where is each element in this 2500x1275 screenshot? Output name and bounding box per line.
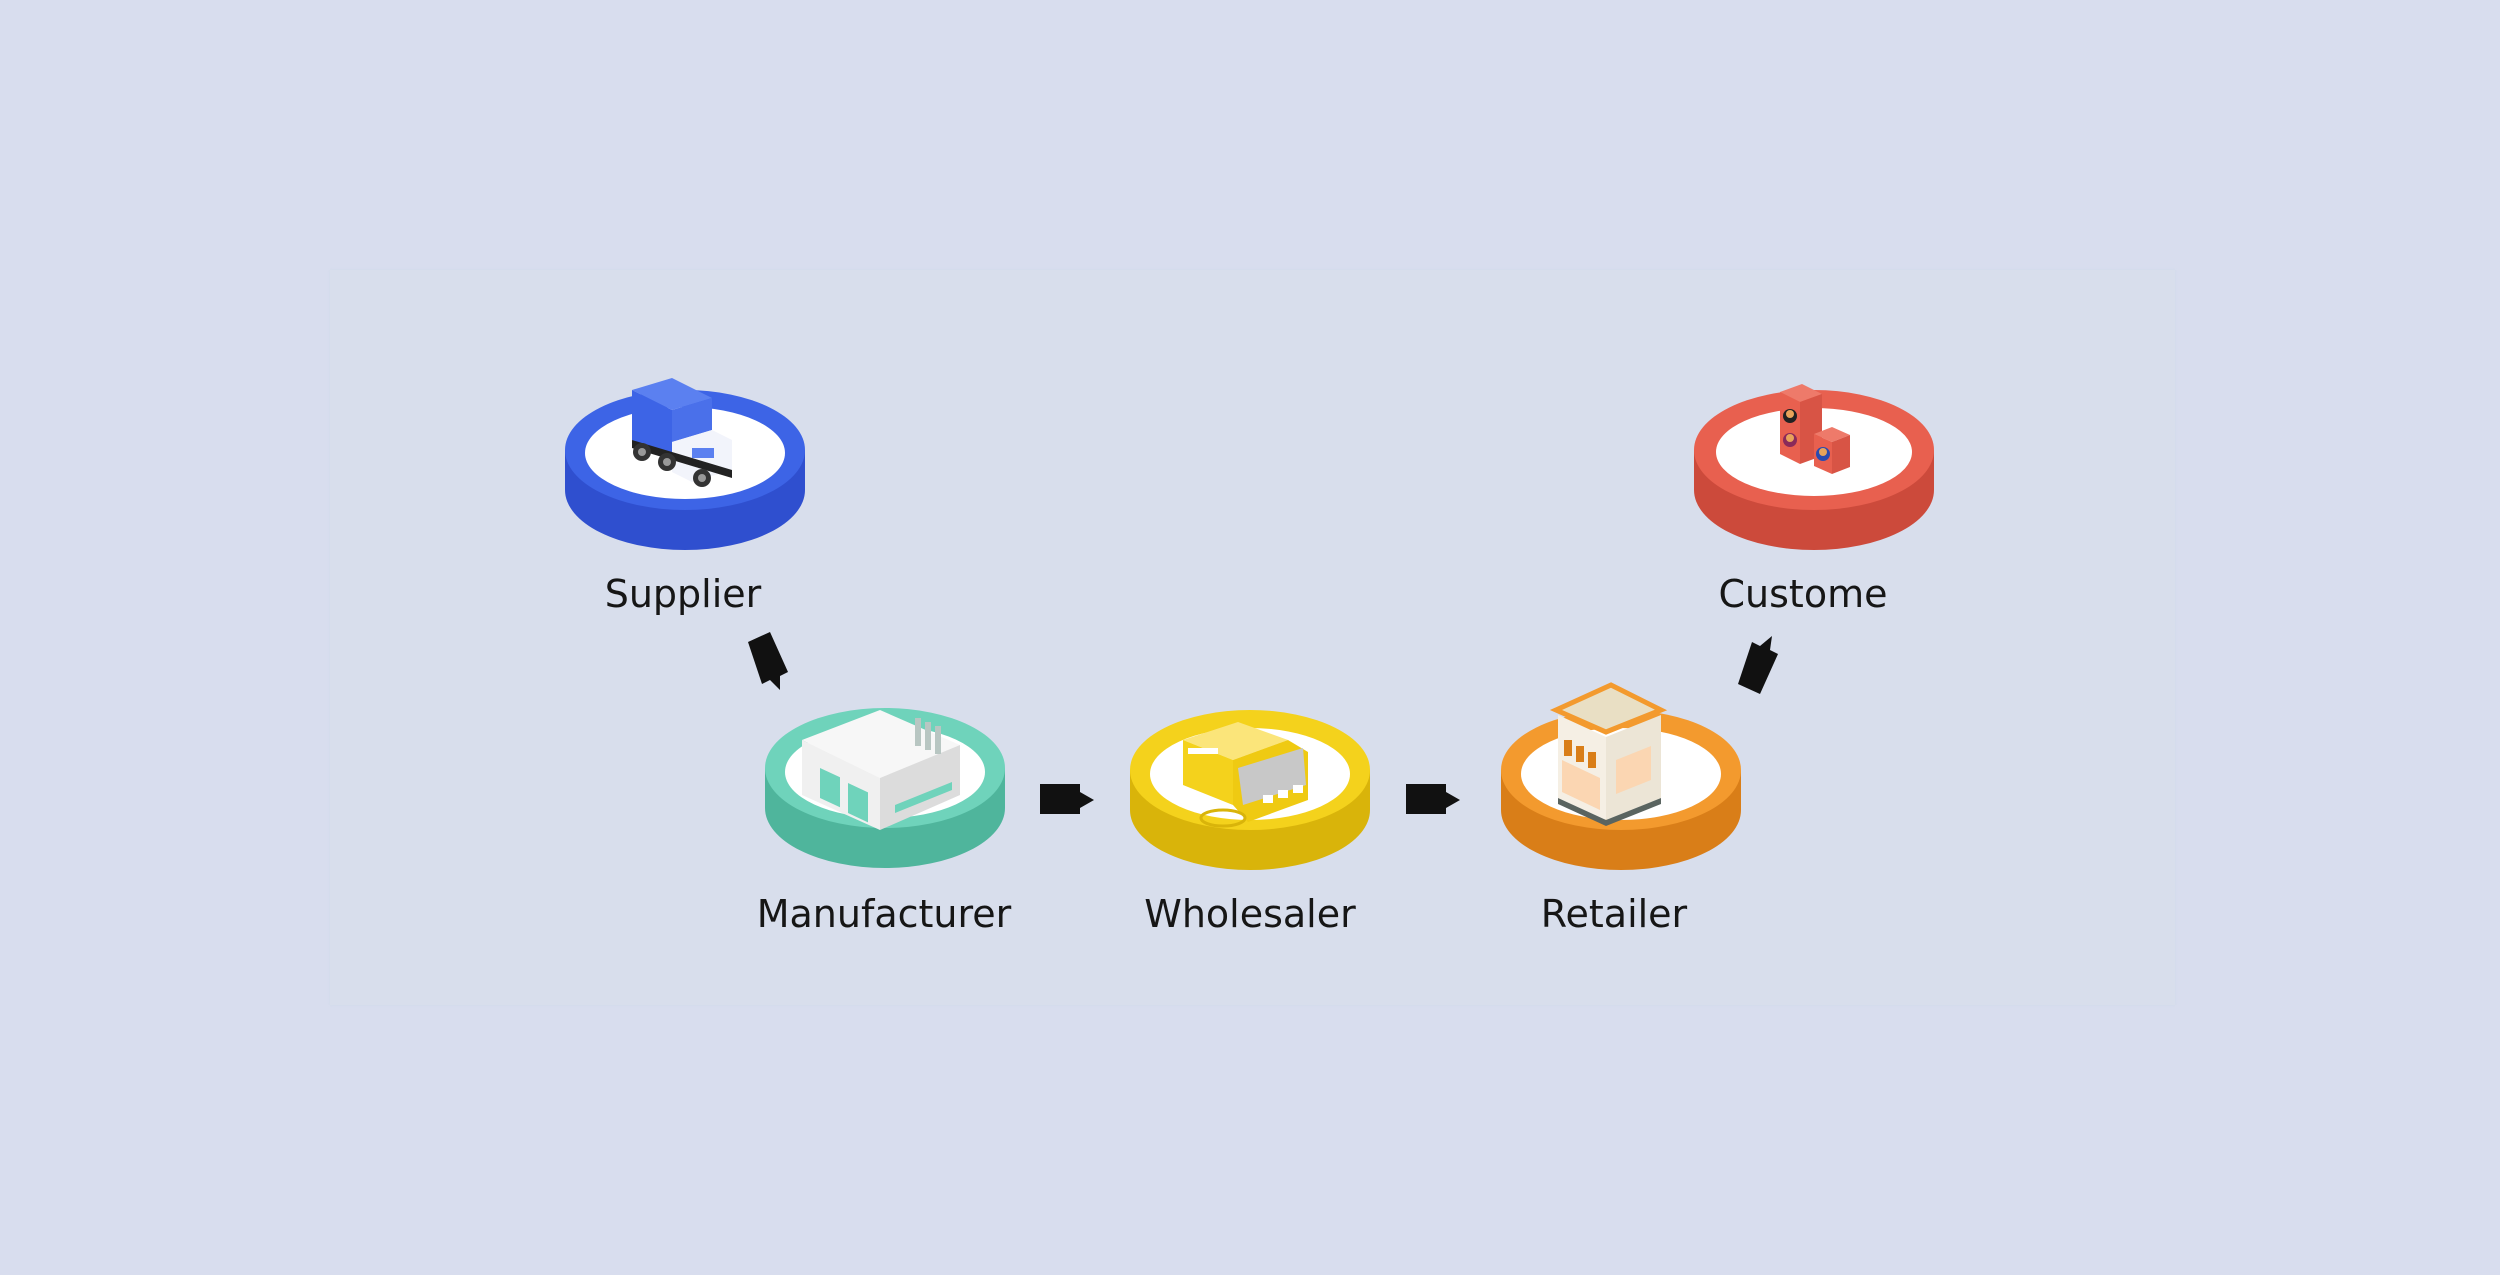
arrow-supplier-to-manufacturer <box>748 632 788 690</box>
node-retailer <box>1496 670 1746 870</box>
arrow-retailer-to-customer <box>1738 636 1778 694</box>
node-manufacturer <box>760 700 1010 880</box>
customers-icon <box>1780 384 1850 474</box>
label-supplier: Supplier <box>604 572 762 616</box>
label-manufacturer: Manufacturer <box>756 892 1012 936</box>
factory-icon <box>802 710 960 830</box>
arrow-wholesaler-to-retailer <box>1406 784 1460 814</box>
label-customer: Custome <box>1718 572 1888 616</box>
truck-icon <box>632 378 732 487</box>
label-retailer: Retailer <box>1540 892 1688 936</box>
node-supplier <box>562 370 812 550</box>
arrow-icon <box>748 632 788 690</box>
arrow-icon <box>1738 636 1778 694</box>
arrow-icon <box>1406 784 1460 814</box>
node-wholesaler <box>1128 710 1378 890</box>
arrow-icon <box>1040 784 1094 814</box>
label-wholesaler: Wholesaler <box>1144 892 1356 936</box>
warehouse-icon <box>1183 722 1308 828</box>
node-customer <box>1692 382 1942 562</box>
arrow-manufacturer-to-wholesaler <box>1040 784 1094 814</box>
store-icon <box>1549 682 1668 826</box>
